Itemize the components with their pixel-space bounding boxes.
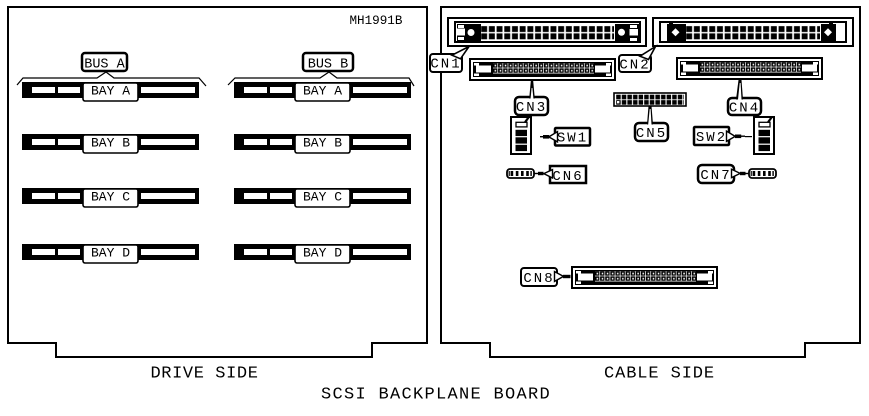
svg-text:SW1: SW1 (557, 131, 588, 147)
svg-text:BAY A: BAY A (91, 84, 130, 99)
svg-text:CN6: CN6 (552, 169, 583, 185)
svg-text:CN8: CN8 (523, 271, 554, 287)
svg-text:CN3: CN3 (516, 100, 547, 116)
svg-text:SCSI BACKPLANE BOARD: SCSI BACKPLANE BOARD (321, 386, 551, 405)
svg-text:BAY B: BAY B (91, 136, 130, 151)
svg-text:CN1: CN1 (430, 57, 461, 73)
svg-text:BUS A: BUS A (84, 58, 125, 73)
svg-text:CN7: CN7 (700, 168, 731, 184)
svg-text:SW2: SW2 (696, 130, 727, 146)
svg-text:BAY D: BAY D (303, 246, 342, 261)
svg-text:BUS B: BUS B (308, 58, 349, 73)
svg-text:DRIVE SIDE: DRIVE SIDE (150, 365, 258, 384)
svg-text:CN4: CN4 (729, 101, 760, 117)
svg-text:BAY C: BAY C (303, 190, 342, 205)
svg-text:CN5: CN5 (636, 126, 667, 142)
svg-text:BAY A: BAY A (303, 84, 342, 99)
svg-text:CABLE SIDE: CABLE SIDE (604, 365, 715, 384)
svg-text:BAY C: BAY C (91, 190, 130, 205)
svg-text:CN2: CN2 (619, 58, 650, 74)
svg-text:MH1991B: MH1991B (350, 14, 403, 28)
svg-text:BAY B: BAY B (303, 136, 342, 151)
svg-text:BAY D: BAY D (91, 246, 130, 261)
